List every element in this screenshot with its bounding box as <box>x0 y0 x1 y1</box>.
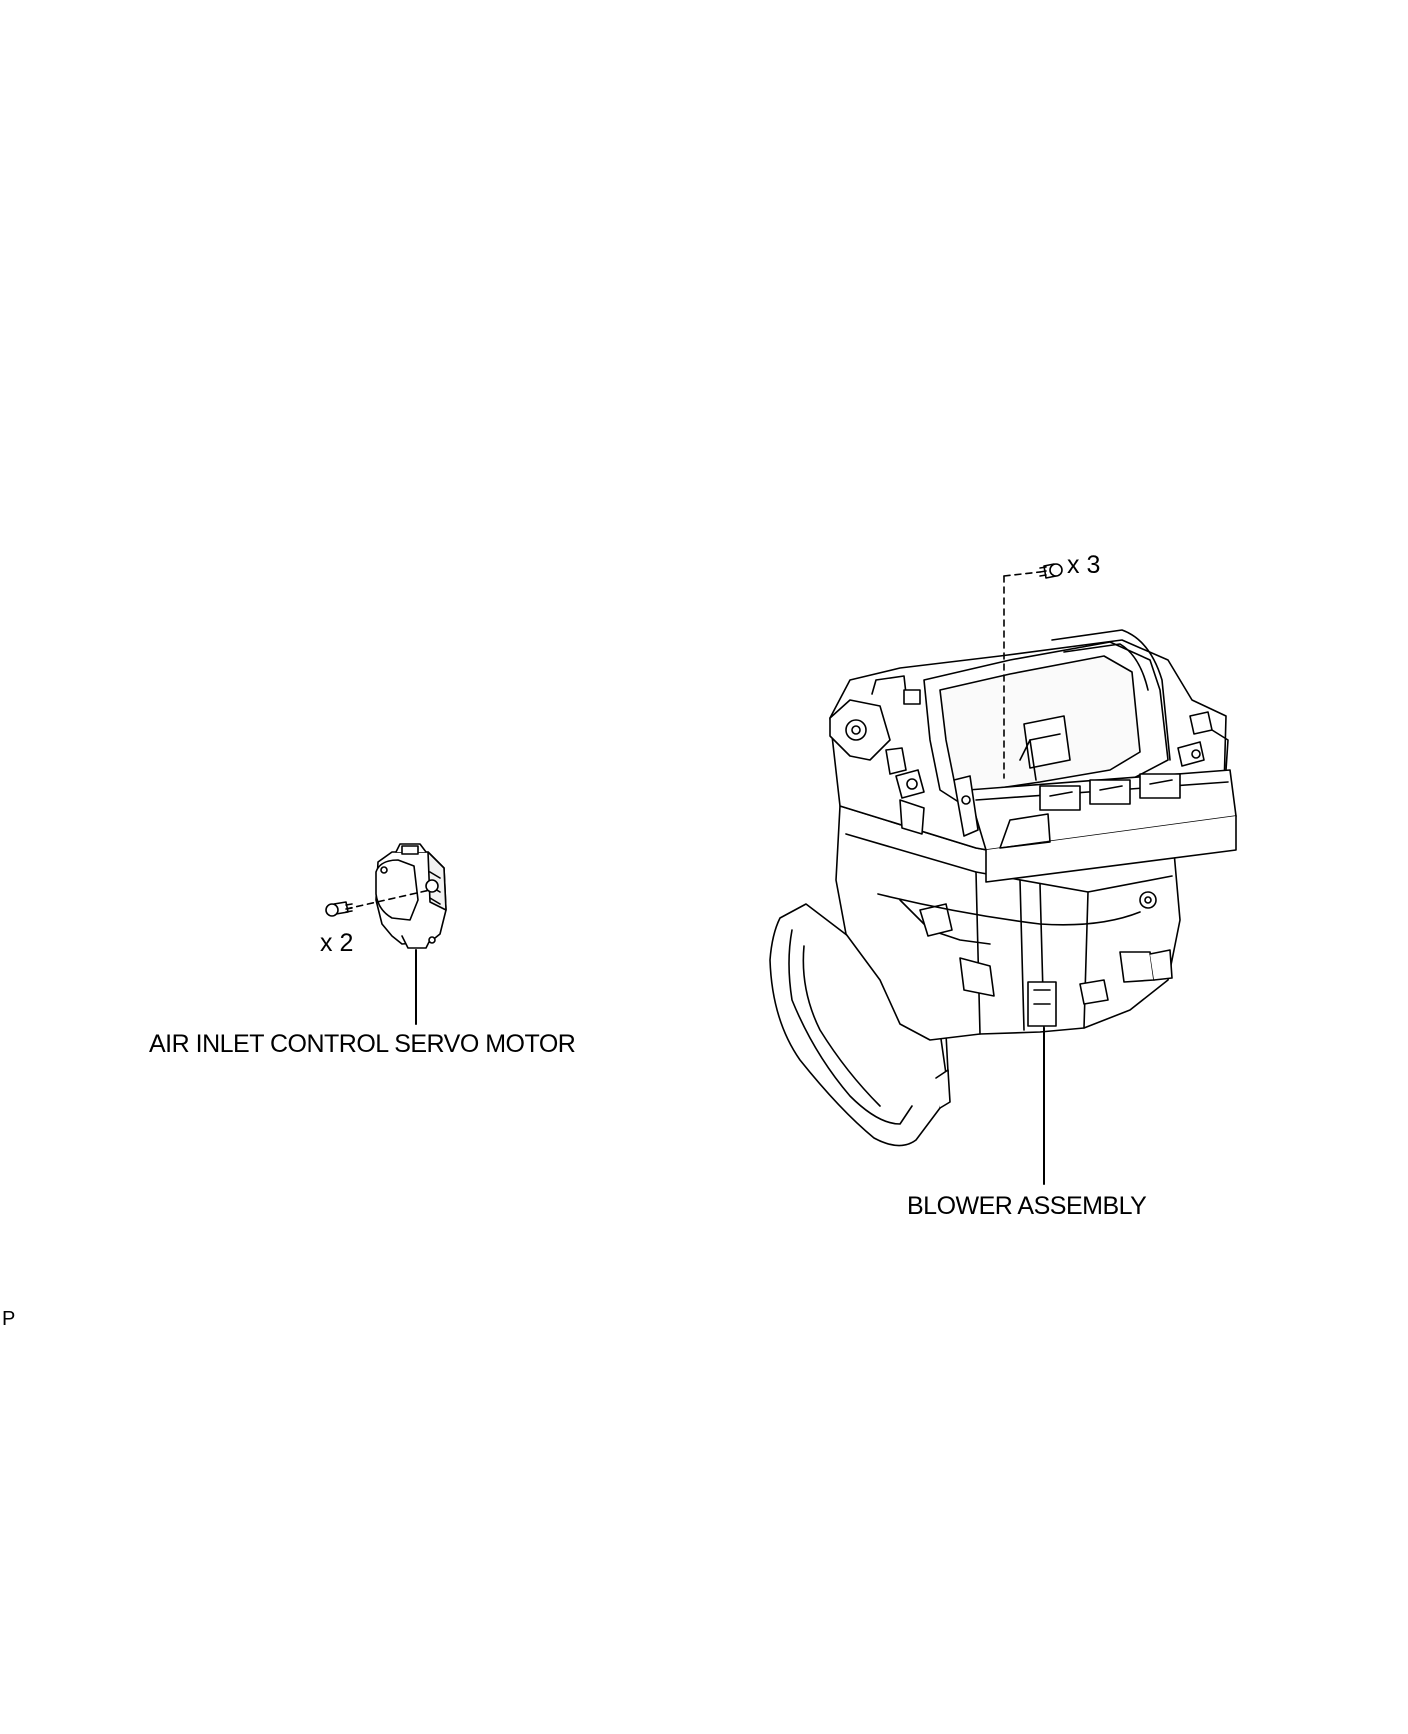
corner-mark: P <box>2 1308 16 1330</box>
servo-screw-count-label: x 2 <box>320 929 354 957</box>
servo-motor-label: AIR INLET CONTROL SERVO MOTOR <box>149 1030 576 1058</box>
servo-motor-illustration <box>325 843 447 1025</box>
blower-assembly-label: BLOWER ASSEMBLY <box>907 1192 1147 1220</box>
blower-assembly-illustration <box>769 563 1237 1185</box>
blower-screw-count-label: x 3 <box>1067 551 1101 579</box>
